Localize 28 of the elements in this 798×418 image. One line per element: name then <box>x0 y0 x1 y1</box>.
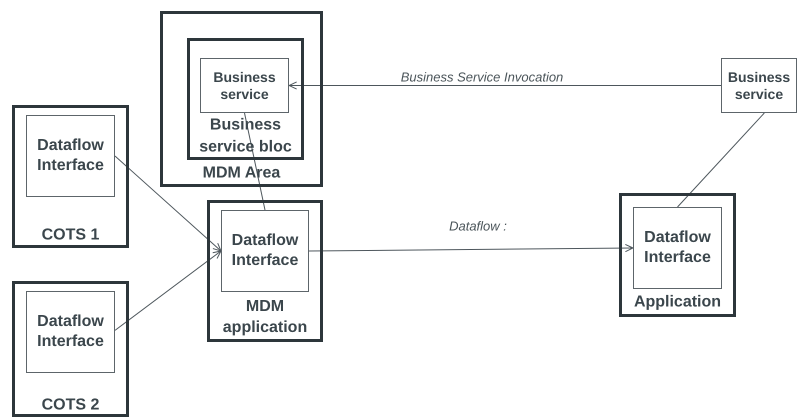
service-box <box>200 58 289 113</box>
box-label: Dataflow Interface <box>643 228 712 268</box>
box-label: COTS 1 <box>40 225 100 245</box>
edge-label: Dataflow : <box>449 218 507 234</box>
edge-label: Business Service Invocation <box>400 70 564 84</box>
interface-box <box>26 291 115 373</box>
box-label: Application <box>632 292 722 312</box>
connector-line <box>677 112 765 208</box>
component-box <box>12 105 129 248</box>
interface-box <box>26 115 115 197</box>
box-label: Dataflow Interface <box>36 136 105 176</box>
arrow <box>288 81 722 90</box>
interface-box <box>221 210 309 292</box>
component-box <box>619 193 736 317</box>
component-box <box>12 281 129 417</box>
box-label: Dataflow Interface <box>36 312 105 352</box>
box-label: Business service <box>726 69 792 102</box>
interface-box <box>633 207 722 289</box>
block-box <box>187 38 304 160</box>
arrow <box>114 156 222 252</box>
service-box <box>721 58 797 113</box>
box-label: MDM application <box>222 297 308 338</box>
area-box <box>160 11 323 187</box>
box-label: Business service <box>212 69 277 102</box>
component-box <box>207 200 323 342</box>
box-label: Dataflow Interface <box>230 231 300 271</box>
box-label: COTS 2 <box>40 395 100 415</box>
arrow <box>308 244 634 252</box>
